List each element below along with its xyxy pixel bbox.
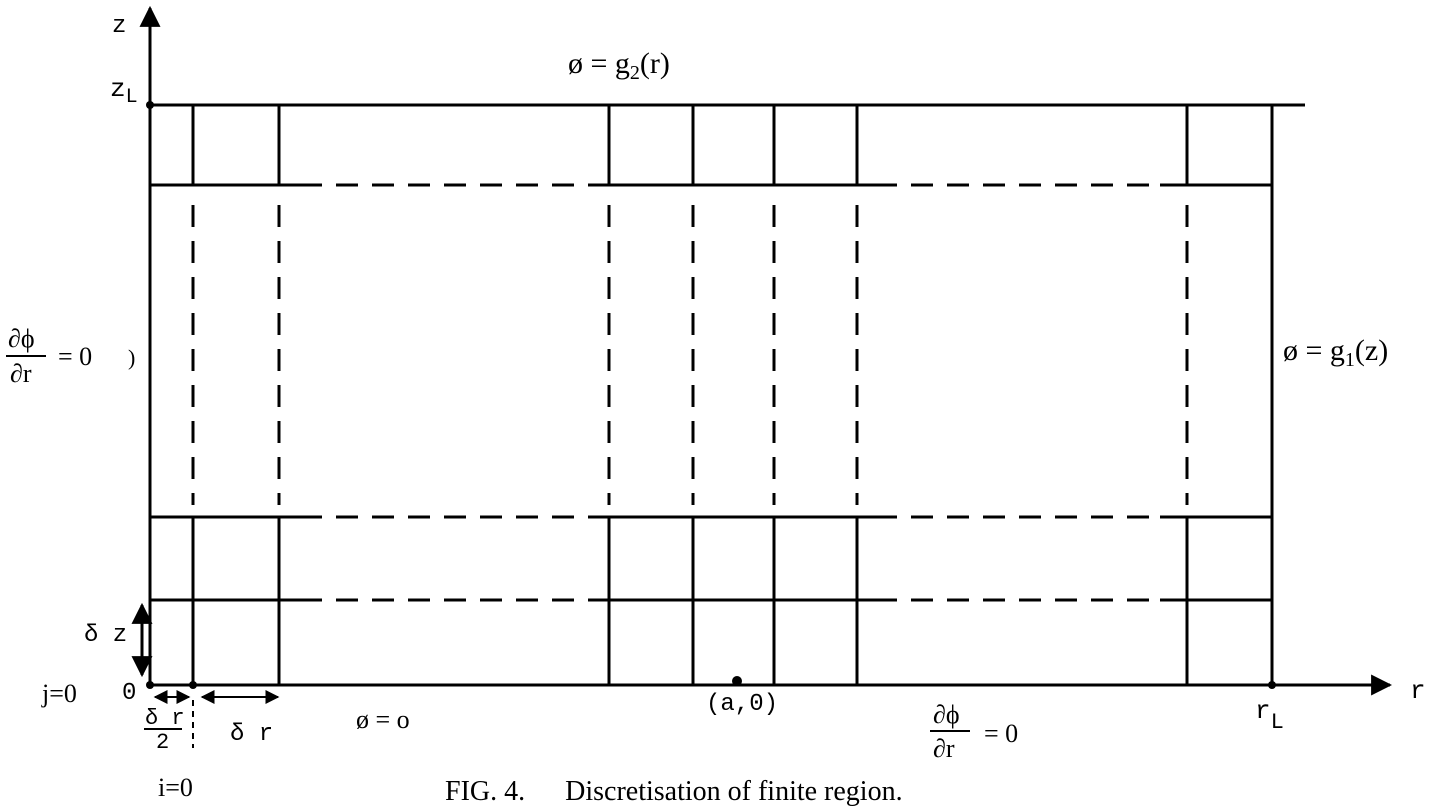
origin-label: 0 [122,680,136,707]
i0-label: i=0 [158,773,193,802]
half-dr-label: δ r 2 [144,706,185,755]
i0-point [189,681,197,689]
z-axis-label: z [112,13,126,40]
svg-text:∂r: ∂r [933,734,955,763]
svg-text:): ) [128,345,135,370]
svg-text:∂ϕ: ∂ϕ [8,324,35,353]
r-axis-label: r [1410,676,1426,706]
svg-text:2: 2 [156,730,169,755]
svg-text:= 0: = 0 [984,719,1018,748]
rl-point [1268,681,1276,689]
svg-text:∂r: ∂r [10,359,32,388]
bottom-left-condition: ø = o [356,705,410,734]
left-boundary-condition: ∂ϕ ∂r = 0 ) [6,324,135,388]
point-a0-label: (a,0) [706,691,778,718]
top-boundary-condition: ø = g2(r) [568,47,670,84]
origin-point [146,681,154,689]
a0-point [732,676,742,686]
dr-label: δ r [230,721,273,748]
horizontal-grid-lines [150,183,1272,602]
dz-label: δ z [84,622,127,649]
j0-label: j=0 [41,679,77,708]
figure-caption: FIG. 4.Discretisation of finite region. [445,776,903,807]
z-top-point [146,101,154,109]
z-top-label: zL [110,74,138,109]
right-boundary-condition: ø = g1(z) [1283,334,1388,371]
svg-text:δ r: δ r [145,706,185,731]
svg-text:∂ϕ: ∂ϕ [933,700,960,729]
bottom-right-condition: ∂ϕ ∂r = 0 [930,700,1018,763]
vertical-grid-lines [191,105,1189,685]
r-end-label: rL [1255,696,1284,735]
svg-text:= 0: = 0 [58,342,92,371]
